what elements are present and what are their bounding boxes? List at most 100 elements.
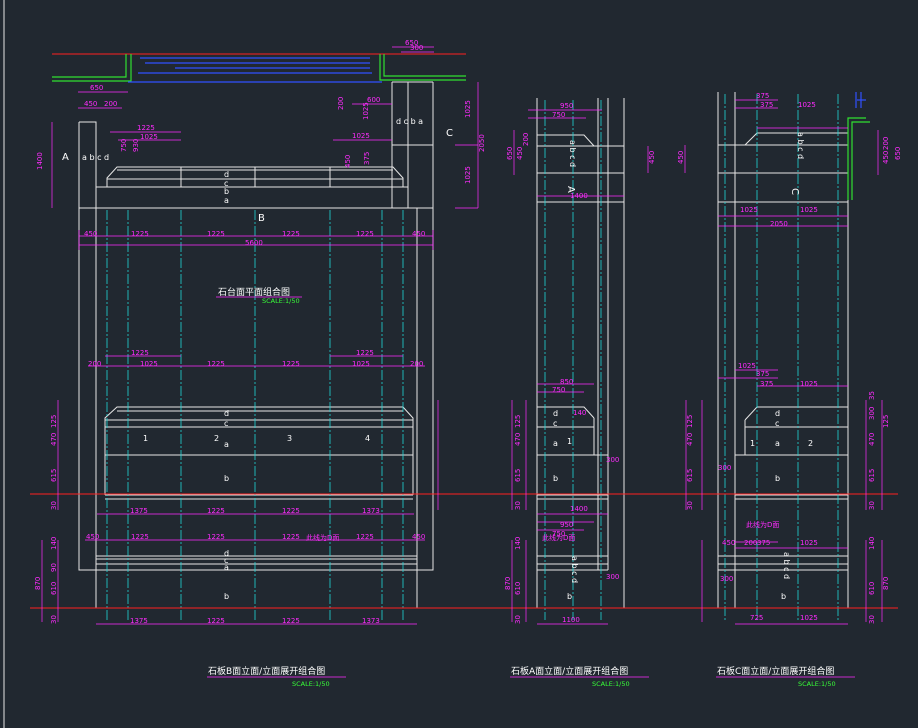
- svg-text:200: 200: [882, 137, 890, 150]
- svg-text:1400: 1400: [570, 505, 588, 513]
- svg-text:1400: 1400: [36, 152, 44, 170]
- svg-text:1225: 1225: [356, 533, 374, 541]
- svg-text:470: 470: [686, 433, 694, 446]
- svg-text:450: 450: [344, 155, 352, 168]
- svg-text:1225: 1225: [131, 349, 149, 357]
- svg-text:d: d: [224, 549, 229, 558]
- svg-text:125: 125: [50, 415, 58, 428]
- svg-text:125: 125: [686, 415, 694, 428]
- svg-text:125: 125: [514, 415, 522, 428]
- svg-text:300: 300: [606, 456, 619, 464]
- c-elevation: [717, 92, 870, 620]
- svg-text:450: 450: [516, 147, 524, 160]
- svg-text:200: 200: [337, 97, 345, 110]
- svg-text:35: 35: [868, 391, 876, 400]
- svg-text:615: 615: [50, 469, 58, 482]
- svg-text:375: 375: [760, 380, 773, 388]
- svg-text:3: 3: [287, 434, 292, 443]
- svg-text:2050: 2050: [770, 220, 788, 228]
- svg-text:1225: 1225: [282, 360, 300, 368]
- svg-text:此线为D面: 此线为D面: [542, 533, 575, 542]
- svg-text:470: 470: [868, 433, 876, 446]
- svg-text:375: 375: [756, 92, 769, 100]
- svg-text:d: d: [224, 409, 229, 418]
- a-elevation-title: 石板A面立面/立面展开组合图: [511, 665, 628, 677]
- svg-text:c: c: [224, 556, 228, 565]
- svg-text:30: 30: [868, 501, 876, 510]
- svg-text:375: 375: [363, 152, 371, 165]
- svg-text:1225: 1225: [282, 617, 300, 625]
- svg-text:1373: 1373: [362, 617, 380, 625]
- svg-text:1225: 1225: [282, 230, 300, 238]
- label-abcd: a b c d: [82, 153, 109, 162]
- a-elevation: [536, 98, 625, 620]
- svg-text:b: b: [567, 592, 572, 601]
- svg-text:1025: 1025: [800, 380, 818, 388]
- svg-text:870: 870: [882, 577, 890, 590]
- svg-text:1225: 1225: [282, 507, 300, 515]
- label-A: A: [62, 152, 69, 163]
- svg-text:750: 750: [552, 386, 565, 394]
- svg-text:300: 300: [868, 407, 876, 420]
- svg-text:30: 30: [50, 615, 58, 624]
- svg-text:930: 930: [132, 139, 140, 152]
- svg-text:1225: 1225: [356, 230, 374, 238]
- svg-text:4: 4: [365, 434, 370, 443]
- svg-text:450: 450: [648, 151, 656, 164]
- b-elevation: [78, 208, 434, 609]
- svg-text:2050: 2050: [478, 134, 486, 152]
- svg-text:30: 30: [868, 615, 876, 624]
- dimension-texts: 650 450 200 1225 1025 1025 650 300 600 1…: [34, 39, 902, 625]
- b-elevation-scale: SCALE:1/50: [292, 680, 330, 688]
- a-elevation-scale: SCALE:1/50: [592, 680, 630, 688]
- svg-text:375: 375: [757, 539, 770, 547]
- svg-text:375: 375: [760, 101, 773, 109]
- svg-text:c: c: [553, 419, 557, 428]
- svg-text:870: 870: [504, 577, 512, 590]
- svg-text:725: 725: [750, 614, 763, 622]
- svg-text:450: 450: [84, 230, 97, 238]
- svg-text:1025: 1025: [740, 206, 758, 214]
- drawing-titles: 石台面平面组合图 SCALE:1/50 石板B面立面/立面展开组合图 SCALE…: [208, 286, 836, 688]
- svg-text:1025: 1025: [800, 539, 818, 547]
- svg-text:200: 200: [744, 539, 757, 547]
- svg-text:a: a: [224, 440, 229, 449]
- svg-text:1025: 1025: [464, 166, 472, 184]
- svg-text:a: a: [224, 563, 229, 572]
- svg-text:750: 750: [120, 139, 128, 152]
- svg-text:1100: 1100: [562, 616, 580, 624]
- svg-text:300: 300: [606, 573, 619, 581]
- svg-text:140: 140: [50, 537, 58, 550]
- plan-view: [78, 81, 434, 209]
- svg-text:30: 30: [50, 501, 58, 510]
- svg-text:1225: 1225: [207, 533, 225, 541]
- svg-text:2: 2: [214, 434, 219, 443]
- svg-text:30: 30: [686, 501, 694, 510]
- svg-text:1375: 1375: [130, 507, 148, 515]
- b-elevation-title: 石板B面立面/立面展开组合图: [208, 665, 325, 677]
- svg-text:615: 615: [868, 469, 876, 482]
- svg-text:450: 450: [412, 533, 425, 541]
- dimension-lines: [41, 46, 883, 678]
- svg-text:a: a: [553, 439, 558, 448]
- svg-text:d: d: [553, 409, 558, 418]
- svg-text:1375: 1375: [130, 617, 148, 625]
- svg-text:600: 600: [367, 96, 380, 104]
- svg-text:200: 200: [88, 360, 101, 368]
- svg-text:650: 650: [405, 39, 418, 47]
- c-elevation-scale: SCALE:1/50: [798, 680, 836, 688]
- svg-text:300: 300: [720, 575, 733, 583]
- cut-lines: [30, 493, 898, 609]
- svg-text:650: 650: [894, 147, 902, 160]
- svg-text:1225: 1225: [131, 230, 149, 238]
- label-C: C: [446, 128, 453, 139]
- svg-text:950: 950: [560, 521, 573, 529]
- svg-text:1025: 1025: [798, 101, 816, 109]
- svg-text:200: 200: [522, 133, 530, 146]
- svg-text:375: 375: [756, 370, 769, 378]
- svg-text:1225: 1225: [137, 124, 155, 132]
- svg-text:610: 610: [868, 582, 876, 595]
- svg-text:b: b: [224, 592, 229, 601]
- svg-text:a b c d: a b c d: [568, 140, 577, 167]
- svg-text:b: b: [775, 474, 780, 483]
